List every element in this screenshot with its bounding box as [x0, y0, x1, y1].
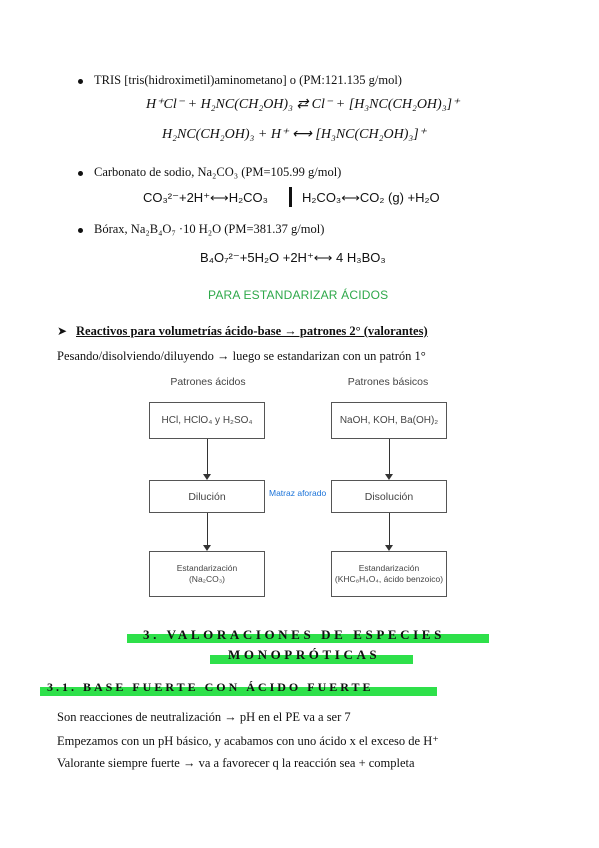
body-line-3: Valorante siempre fuerte → va a favorece… [57, 756, 415, 770]
left-box-estandarizacion-title: Estandarización [176, 563, 238, 573]
right-column-header: Patrones básicos [347, 376, 429, 388]
right-box-estandarizacion: Estandarización (KHC₈H₄O₄, ácido benzoic… [331, 551, 447, 597]
right-box-bases: NaOH, KOH, Ba(OH)₂ [331, 402, 447, 439]
left-box-acids: HCl, HClO₄ y H₂SO₄ [149, 402, 265, 439]
section-heading-estandarizar: PARA ESTANDARIZAR ÁCIDOS [208, 288, 389, 302]
body-line-1: Son reacciones de neutralización → pH en… [57, 710, 351, 724]
arrow-bullet-icon: ➤ [57, 324, 68, 338]
left-box-dilucion: Dilución [149, 480, 265, 513]
right-box-disolucion-label: Disolución [364, 490, 414, 503]
borax-equation: B₄O₇²⁻+5H₂O +2H⁺⟷ 4 H₃BO₃ [200, 250, 386, 265]
heading-highlight [210, 655, 413, 664]
carbonato-equation-1: CO₃²⁻+2H⁺⟷H₂CO₃ [143, 190, 268, 205]
reactivos-heading: Reactivos para volumetrías ácido-base → … [76, 324, 428, 338]
arrow-line [207, 513, 208, 547]
heading-highlight [40, 687, 437, 696]
left-box-dilucion-label: Dilución [188, 490, 226, 503]
bullet-dot [78, 171, 83, 176]
left-box-estandarizacion: Estandarización (Na₂CO₃) [149, 551, 265, 597]
left-column-header: Patrones ácidos [170, 376, 246, 388]
right-box-estandarizacion-detail: (KHC₈H₄O₄, ácido benzoico) [334, 574, 444, 584]
tris-equation-2: H₂NC(CH₂OH)₃ + H⁺ ⟷ [H₃NC(CH₂OH)₃]⁺ [162, 127, 427, 142]
right-box-estandarizacion-title: Estandarización [358, 563, 420, 573]
body-line-2: Empezamos con un pH básico, y acabamos c… [57, 734, 439, 748]
right-box-disolucion: Disolución [331, 480, 447, 513]
arrow-down-icon [203, 545, 211, 551]
arrow-down-icon [203, 474, 211, 480]
bullet-borax: Bórax, Na₂B₄O₇ ·10 H₂O (PM=381.37 g/mol) [94, 222, 325, 236]
arrow-down-icon [385, 545, 393, 551]
left-box-estandarizacion-detail: (Na₂CO₃) [188, 574, 226, 584]
section-3-1-heading: 3.1. BASE FUERTE CON ÁCIDO FUERTE [47, 680, 374, 694]
pesando-line: Pesando/disolviendo/diluyendo → luego se… [57, 349, 426, 363]
section-3-heading-line1: 3. VALORACIONES DE ESPECIES [143, 627, 445, 642]
equation-separator [289, 187, 292, 207]
tris-equation-1: H⁺Cl⁻ + H₂NC(CH₂OH)₃ ⇄ Cl⁻ + [H₃NC(CH₂OH… [146, 97, 460, 112]
left-box-acids-label: HCl, HClO₄ y H₂SO₄ [161, 415, 253, 426]
arrow-line [207, 439, 208, 476]
carbonato-equation-2: H₂CO₃⟷CO₂ (g) +H₂O [302, 190, 440, 205]
arrow-down-icon [385, 474, 393, 480]
bullet-dot [78, 79, 83, 84]
arrow-line [389, 439, 390, 476]
section-3-heading-line2: MONOPRÓTICAS [228, 647, 381, 662]
matraz-label: Matraz aforado [269, 488, 327, 498]
heading-highlight [127, 634, 489, 643]
right-box-bases-label: NaOH, KOH, Ba(OH)₂ [339, 415, 439, 426]
bullet-carbonato: Carbonato de sodio, Na₂CO₃ (PM=105.99 g/… [94, 165, 342, 179]
bullet-tris: TRIS [tris(hidroximetil)aminometano] o (… [94, 73, 402, 87]
bullet-dot [78, 228, 83, 233]
arrow-line [389, 513, 390, 547]
